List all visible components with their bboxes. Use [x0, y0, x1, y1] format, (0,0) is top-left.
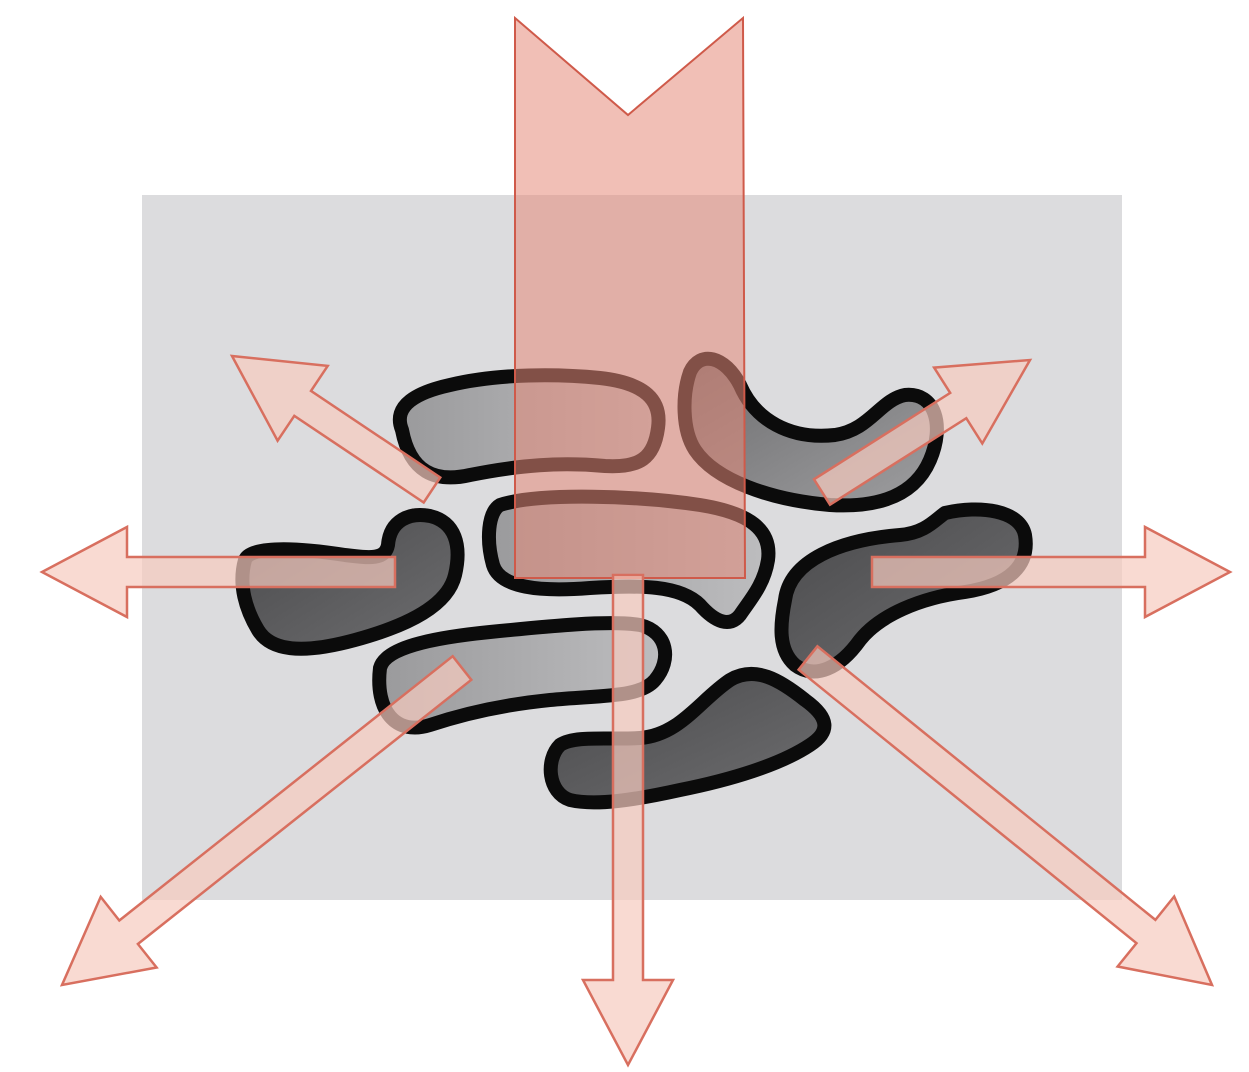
incoming-beam	[515, 18, 745, 578]
